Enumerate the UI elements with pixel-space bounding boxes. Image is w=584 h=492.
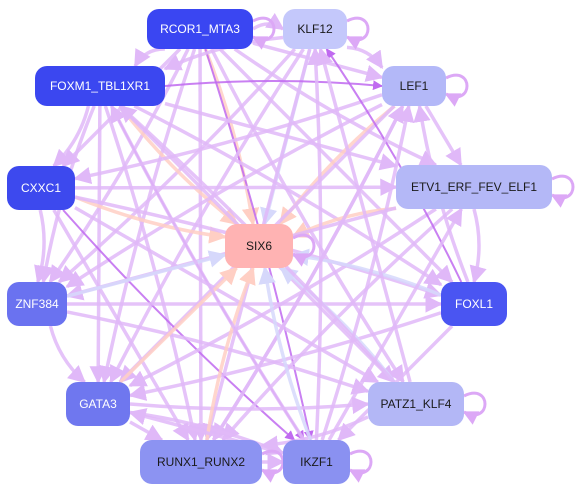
node-patz1_klf4[interactable]: PATZ1_KLF4	[368, 382, 464, 426]
self-loop-patz1_klf4	[462, 391, 487, 425]
self-loop-ikzf1	[348, 449, 373, 483]
self-loops-layer	[251, 16, 575, 483]
node-ikzf1[interactable]: IKZF1	[283, 440, 350, 484]
self-loop-klf12	[345, 16, 370, 50]
node-foxl1[interactable]: FOXL1	[441, 282, 507, 326]
edge-klf12-to-gata3	[109, 48, 305, 384]
node-box-lef1	[382, 66, 446, 106]
edge-rcor1_mta3-to-runx1_runx2	[192, 48, 210, 442]
node-label-foxl1: FOXL1	[455, 297, 493, 311]
edge-lef1-to-etv1_erf_fev_elf1	[424, 105, 463, 167]
edge-foxl1-to-six6	[291, 248, 442, 297]
node-box-foxl1	[441, 282, 507, 326]
node-label-znf384: ZNF384	[15, 297, 59, 311]
edge-znf384-to-six6	[66, 250, 227, 298]
edge-foxm1_tbl1xr1-to-cxxc1	[52, 105, 91, 168]
node-box-znf384	[7, 282, 67, 326]
node-label-runx1_runx2: RUNX1_RUNX2	[157, 455, 245, 469]
edges-layer	[34, 12, 487, 471]
edge-znf384-to-gata3	[48, 325, 86, 384]
node-box-rcor1_mta3	[147, 9, 253, 49]
self-loop-runx1_runx2	[260, 449, 285, 483]
node-znf384[interactable]: ZNF384	[7, 282, 67, 326]
node-box-etv1_erf_fev_elf1	[396, 165, 552, 209]
edge-etv1_erf_fev_elf1-to-gata3	[128, 207, 437, 388]
edge-cxxc1-to-six6	[74, 195, 227, 244]
node-box-cxxc1	[7, 166, 75, 210]
node-label-etv1_erf_fev_elf1: ETV1_ERF_FEV_ELF1	[411, 180, 537, 194]
edge-foxm1_tbl1xr1-to-gata3	[89, 105, 107, 384]
edge-gata3-to-patz1_klf4	[129, 396, 370, 415]
node-label-gata3: GATA3	[79, 397, 117, 411]
node-label-cxxc1: CXXC1	[21, 181, 61, 195]
node-rcor1_mta3[interactable]: RCOR1_MTA3	[147, 9, 253, 49]
edge-foxl1-to-gata3	[128, 311, 442, 401]
self-loop-etv1_erf_fev_elf1	[550, 174, 575, 208]
node-label-klf12: KLF12	[297, 22, 333, 36]
node-box-patz1_klf4	[368, 382, 464, 426]
edge-foxm1_tbl1xr1-to-foxl1	[133, 104, 443, 287]
node-box-ikzf1	[283, 440, 350, 484]
edge-runx1_runx2-to-lef1	[211, 104, 405, 441]
edge-rcor1_mta3-to-patz1_klf4	[209, 48, 405, 384]
edge-cxxc1-to-znf384	[34, 209, 51, 284]
edge-znf384-to-patz1_klf4	[66, 310, 370, 395]
edge-ikzf1-to-gata3	[128, 408, 284, 455]
node-klf12[interactable]: KLF12	[283, 9, 347, 49]
node-runx1_runx2[interactable]: RUNX1_RUNX2	[140, 440, 262, 484]
node-label-six6: SIX6	[246, 239, 272, 253]
node-box-klf12	[283, 9, 347, 49]
edge-ikzf1-to-klf12	[307, 47, 325, 441]
edge-foxm1_tbl1xr1-to-lef1	[164, 80, 383, 91]
self-loop-lef1	[444, 73, 469, 107]
edge-cxxc1-to-patz1_klf4	[74, 206, 380, 384]
node-label-ikzf1: IKZF1	[300, 455, 333, 469]
node-etv1_erf_fev_elf1[interactable]: ETV1_ERF_FEV_ELF1	[396, 165, 552, 209]
edge-rcor1_mta3-to-six6	[203, 48, 260, 226]
edge-patz1_klf4-to-klf12	[316, 47, 412, 383]
self-loop-six6	[291, 233, 316, 267]
edge-cxxc1-to-runx1_runx2	[52, 209, 190, 442]
node-box-six6	[225, 224, 293, 268]
node-label-foxm1_tbl1xr1: FOXM1_TBL1XR1	[50, 79, 150, 93]
node-lef1[interactable]: LEF1	[382, 66, 446, 106]
edge-klf12-to-lef1	[346, 45, 384, 70]
node-gata3[interactable]: GATA3	[66, 382, 130, 426]
edge-ikzf1-to-six6	[258, 266, 313, 441]
edge-runx1_runx2-to-six6	[205, 266, 256, 441]
edge-lef1-to-cxxc1	[73, 93, 383, 185]
edge-foxm1_tbl1xr1-to-etv1_erf_fev_elf1	[164, 101, 398, 171]
edge-gata3-to-six6	[119, 266, 238, 384]
edge-rcor1_mta3-to-foxm1_tbl1xr1	[133, 47, 165, 68]
edge-foxm1_tbl1xr1-to-ikzf1	[110, 105, 305, 441]
edge-cxxc1-to-etv1_erf_fev_elf1	[74, 178, 398, 196]
node-label-lef1: LEF1	[400, 79, 429, 93]
node-label-patz1_klf4: PATZ1_KLF4	[381, 397, 452, 411]
node-box-runx1_runx2	[140, 440, 262, 484]
node-box-gata3	[66, 382, 130, 426]
edge-ikzf1-to-foxm1_tbl1xr1	[109, 104, 306, 441]
edge-ikzf1-to-etv1_erf_fev_elf1	[327, 207, 463, 441]
node-cxxc1[interactable]: CXXC1	[7, 166, 75, 210]
edge-gata3-to-runx1_runx2	[129, 420, 164, 442]
edge-ikzf1-to-lef1	[320, 104, 415, 441]
self-loop-rcor1_mta3	[251, 16, 276, 50]
edge-etv1_erf_fev_elf1-to-foxl1	[469, 208, 487, 284]
node-label-rcor1_mta3: RCOR1_MTA3	[160, 22, 240, 36]
edge-rcor1_mta3-to-klf12	[252, 12, 285, 31]
node-six6[interactable]: SIX6	[225, 224, 293, 268]
node-box-foxm1_tbl1xr1	[35, 66, 165, 106]
node-foxm1_tbl1xr1[interactable]: FOXM1_TBL1XR1	[35, 66, 165, 106]
